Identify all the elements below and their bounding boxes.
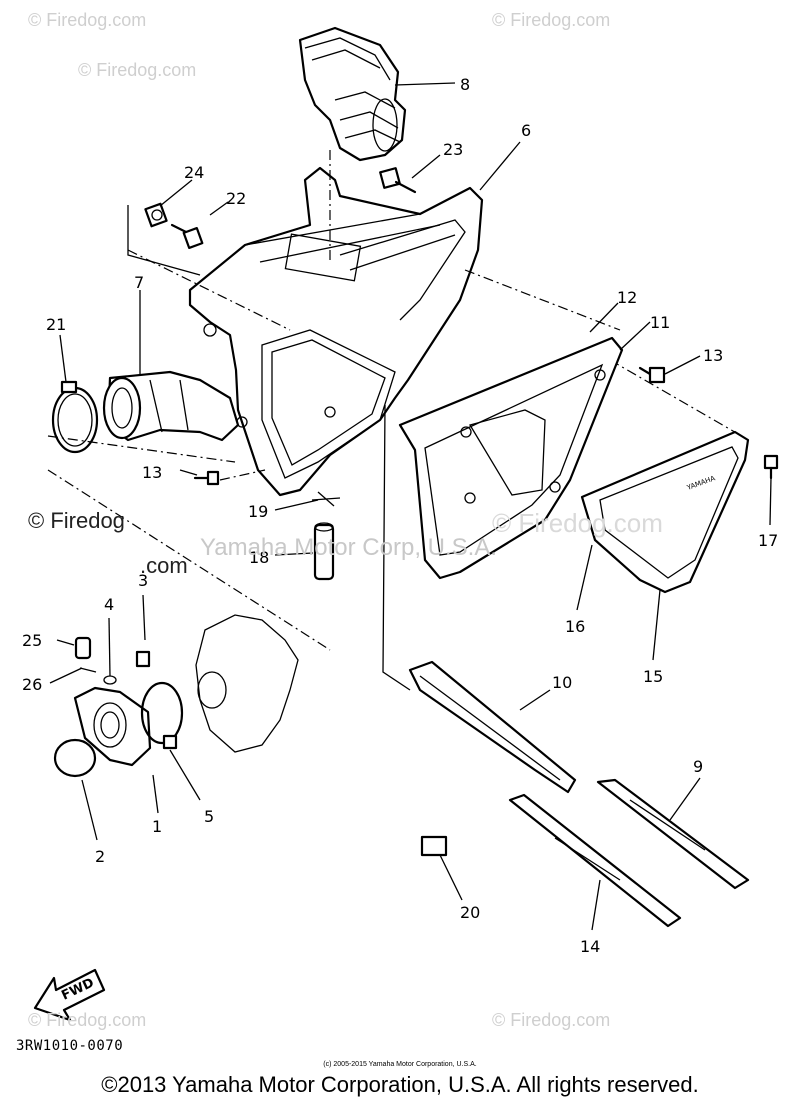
part-22-24-bolt-nut (144, 202, 204, 250)
watermark-bottom-right: © Firedog.com (492, 1010, 611, 1030)
callout-leaders (49, 82, 772, 931)
callout-26: 26 (22, 675, 42, 694)
callout-5: 5 (204, 807, 214, 826)
callout-1: 1 (152, 817, 162, 836)
small-copyright: (c) 2005-2015 Yamaha Motor Corporation, … (323, 1061, 477, 1068)
callout-labels: 1 2 3 4 5 6 7 8 9 10 11 12 13 13 14 15 1… (22, 75, 778, 956)
watermark-mid-right: © Firedog.com (492, 508, 663, 538)
callout-7: 7 (134, 273, 144, 292)
watermark-top-right: © Firedog.com (492, 10, 611, 30)
callout-25: 25 (22, 631, 42, 650)
callout-19: 19 (248, 502, 268, 521)
part-2-o-ring (53, 738, 97, 778)
callout-8: 8 (460, 75, 470, 94)
callout-20: 20 (460, 903, 480, 922)
callout-22: 22 (226, 189, 246, 208)
part-23-bolt (379, 167, 417, 194)
part-3-screw (135, 650, 151, 668)
watermark-top-left: © Firedog.com (28, 10, 147, 30)
part-1-carb-joint (73, 686, 152, 767)
callout-17: 17 (758, 531, 778, 550)
part-14-sheet (508, 793, 682, 928)
part-5-clamp (140, 681, 184, 750)
part-12-filter-frame (398, 336, 624, 580)
copyright-notice: ©2013 Yamaha Motor Corporation, U.S.A. A… (101, 1072, 699, 1097)
callout-23: 23 (443, 140, 463, 159)
part-21-clamp (51, 380, 99, 454)
part-10-element (408, 660, 577, 794)
assembly-guide-lines (47, 150, 741, 691)
callout-24: 24 (184, 163, 204, 182)
callout-6: 6 (521, 121, 531, 140)
callout-9: 9 (693, 757, 703, 776)
callout-13-right: 13 (703, 346, 723, 365)
engine-reference-outline (195, 614, 299, 753)
part-4-washer (103, 675, 117, 685)
part-6-air-filter-case (188, 166, 484, 497)
callout-10: 10 (552, 673, 572, 692)
callout-12: 12 (617, 288, 637, 307)
diagram-code: 3RW1010-0070 (16, 1038, 124, 1054)
callout-13-left: 13 (142, 463, 162, 482)
watermark-bottom-left: © Firedog.com (28, 1010, 147, 1030)
watermark-mid-left-line1: © Firedog (28, 508, 125, 533)
callout-14: 14 (580, 937, 600, 956)
callout-4: 4 (104, 595, 114, 614)
part-20-block (420, 835, 448, 857)
callout-15: 15 (643, 667, 663, 686)
part-26-pin (79, 667, 97, 673)
callout-11: 11 (650, 313, 670, 332)
part-18-19-drain (311, 491, 341, 581)
callout-16: 16 (565, 617, 585, 636)
part-7-joint (102, 370, 240, 442)
part-25-plug (74, 636, 92, 660)
watermark-mid-left-line2: .com (140, 553, 188, 578)
watermark-top-left-2: © Firedog.com (78, 60, 197, 80)
part-17-bolt (763, 454, 779, 480)
part-13-screws (193, 366, 666, 486)
part-9-sheet (596, 778, 750, 890)
callout-3: 3 (138, 571, 148, 590)
part-15-side-cover: YAMAHA (580, 430, 750, 594)
callout-2: 2 (95, 847, 105, 866)
callout-21: 21 (46, 315, 66, 334)
watermark-center: Yamaha Motor Corp, U.S.A. (200, 534, 497, 561)
callout-18: 18 (249, 548, 269, 567)
part-8-intake-duct (298, 26, 407, 162)
